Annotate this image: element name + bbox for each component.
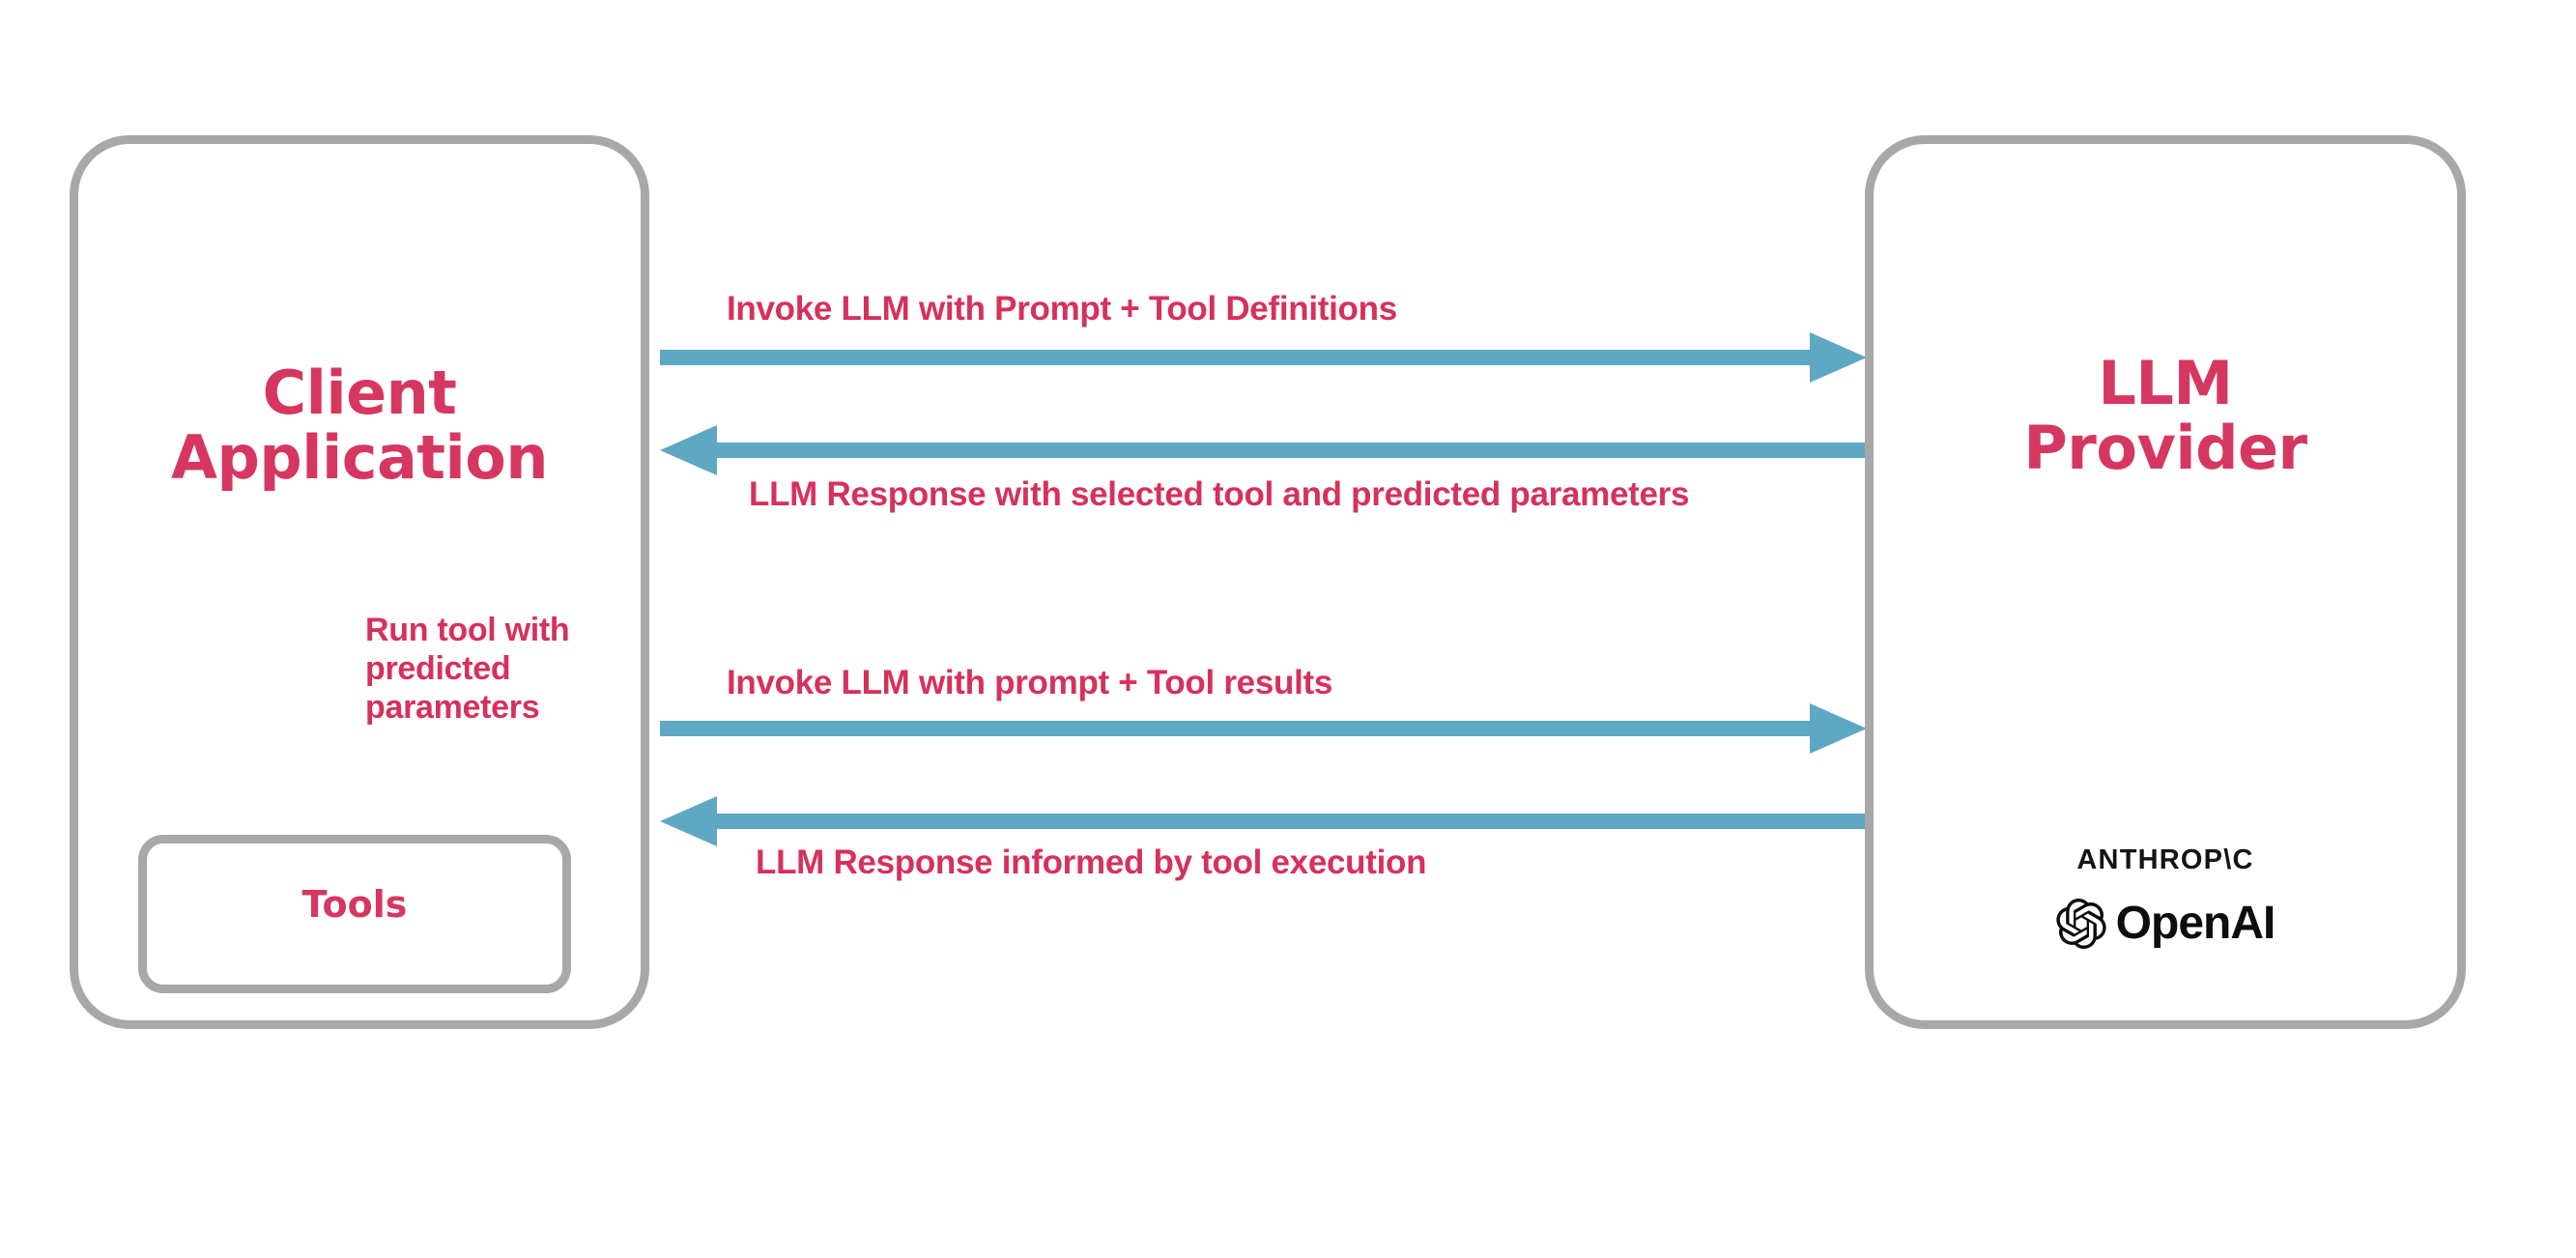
arrow-llm-response-selected-tool [660,425,1867,475]
llm-provider-box[interactable] [1865,135,2466,1029]
tools-label: Tools [301,883,408,926]
openai-swirl-icon [2056,899,2106,949]
anthropic-logo: ANTHROP\C [2076,844,2254,875]
tools-box[interactable] [138,835,571,993]
arrow-invoke-llm-prompt-tool-definitions [660,332,1867,383]
flow-label-invoke-llm-prompt-tool-definitions: Invoke LLM with Prompt + Tool Definition… [727,290,1397,328]
flow-label-invoke-llm-prompt-tool-results: Invoke LLM with prompt + Tool results [727,664,1333,701]
flow-label-llm-response-informed-by-tool-execution: LLM Response informed by tool execution [756,843,1427,881]
llm-provider-label: LLM Provider [2023,348,2307,483]
openai-wordmark: OpenAI [2115,898,2276,949]
arrow-llm-response-informed-by-tool-execution [660,796,1867,846]
openai-logo: OpenAI [1865,899,2466,949]
flow-label-run-tool-with-predicted-parameters: Run tool with predicted parameters [365,612,570,727]
flow-label-llm-response-selected-tool: LLM Response with selected tool and pred… [749,475,1690,513]
client-application-label: Client Application [171,357,548,493]
arrow-invoke-llm-prompt-tool-results [660,703,1867,754]
